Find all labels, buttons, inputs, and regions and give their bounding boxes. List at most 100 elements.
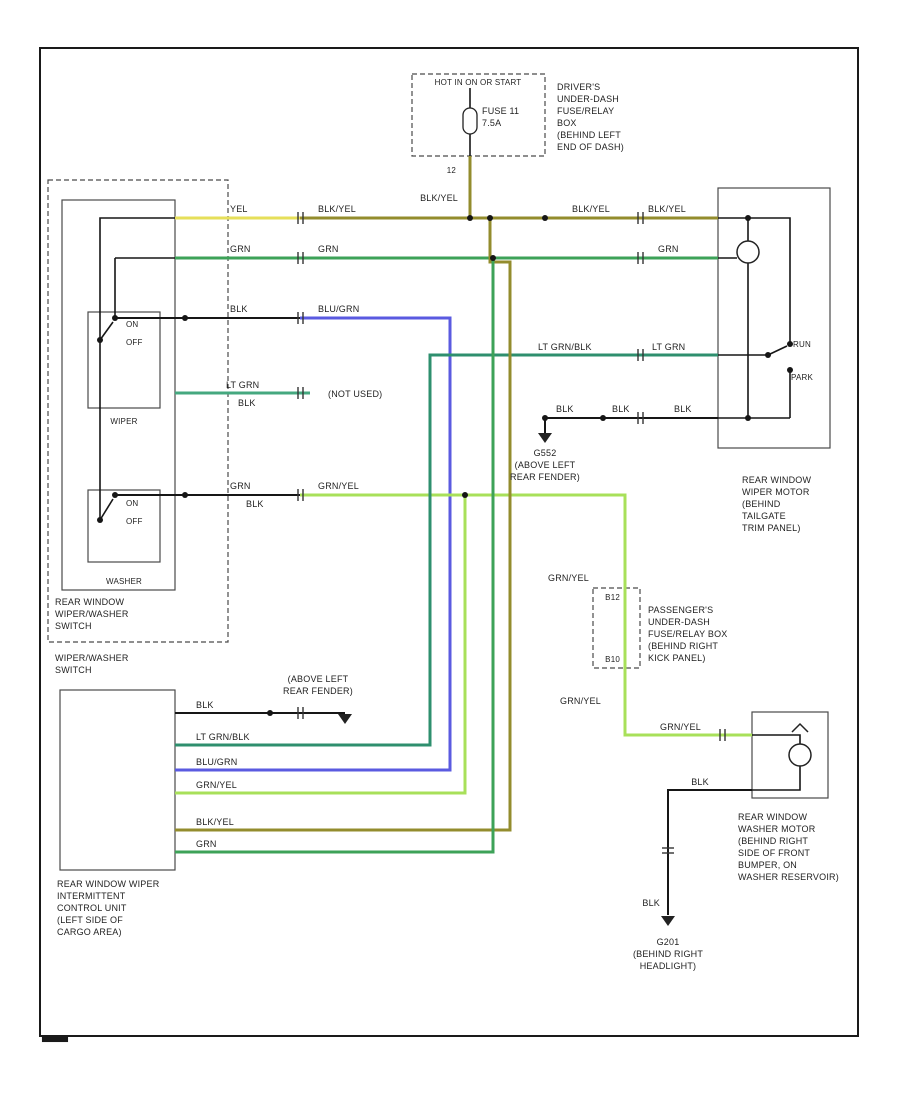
hot-heading: HOT IN ON OR START [435,78,522,87]
junction-dot [467,215,473,221]
wire-washer-switch-arm [99,498,114,521]
wire-color-label: LT GRN [226,380,259,390]
terminal-b12: B12 [605,593,620,602]
wire-color-label: BLK [238,398,256,408]
wire-color-label: (ABOVE LEFT [515,460,576,470]
wiper-motor-symbol [736,240,760,264]
drivers-fusebox-label-line: (BEHIND LEFT [557,130,621,140]
wire-color-label: BLU/GRN [318,304,359,314]
fuse-symbol [462,107,478,135]
wire-color-label: LT GRN/BLK [196,732,250,742]
ground-symbol [661,916,675,926]
rear-switch-label-line: WIPER/WASHER [55,609,129,619]
wire-color-label: BLK/YEL [420,193,458,203]
g552-label: G552 [534,448,557,458]
drivers-fusebox-label-line: BOX [557,118,577,128]
fuse-terminal: 12 [447,166,457,175]
passenger-fusebox-label-line: UNDER-DASH [648,617,710,627]
wire-color-label: LT GRN [652,342,685,352]
wire-color-label: BLK [691,777,709,787]
washer-motor-label-line: REAR WINDOW [738,812,808,822]
wire-color-label: BLK [556,404,574,414]
junction-dot [97,517,103,523]
wire-color-label: (BEHIND RIGHT [633,949,703,959]
wire-color-label: GRN [318,244,339,254]
rear-switch-label-line: REAR WINDOW [55,597,124,607]
wire-color-label: LT GRN/BLK [538,342,592,352]
junction-dot [745,415,751,421]
wire-color-label: BLK/YEL [196,817,234,827]
wire-washer-grnyel [300,493,752,737]
wire-color-label: ON [126,320,138,329]
wire-wm-power-internal [718,217,791,344]
wire-washer-ground-internal [752,766,801,791]
drivers-fusebox-label-line: UNDER-DASH [557,94,619,104]
wire-washer-motor-internal [752,734,801,744]
wiper-motor-label-line: TAILGATE [742,511,786,521]
switch-label-below-line: WIPER/WASHER [55,653,129,663]
control-unit-box [59,689,176,871]
washer-motor-symbol [788,743,812,767]
wire-color-label: BLK [612,404,630,414]
terminal-b10: B10 [605,655,620,664]
wire-washer-ground-ext [667,789,752,915]
control-unit-label-line: REAR WINDOW WIPER [57,879,160,889]
washer-motor-label-line: BUMPER, ON [738,860,797,870]
control-unit-label-line: CONTROL UNIT [57,903,127,913]
wiper-motor-label-line: TRIM PANEL) [742,523,801,533]
control-unit-label-line: (LEFT SIDE OF [57,915,123,925]
wire-color-label: BLK/YEL [572,204,610,214]
park-label: PARK [791,373,813,382]
washer-motor-arrow-icon [791,722,809,733]
wire-color-label: GRN [230,244,251,254]
wire-line3-blugrn [175,316,452,772]
run-label: RUN [793,340,811,349]
wiper-switch-box [87,311,161,409]
junction-dot [112,315,118,321]
wiper-switch-label: WIPER [110,417,137,426]
wire-park-arm [767,345,788,356]
junction-dot [765,352,771,358]
wire-color-label: OFF [126,338,143,347]
wire-color-label: GRN [658,244,679,254]
wire-ctrl-ltgrnblk [175,353,718,747]
junction-dot [600,415,606,421]
wire-color-label: GRN/YEL [196,780,237,790]
wire-ctrl-grnyel-riser [175,495,467,795]
junction-dot [745,215,751,221]
drivers-fusebox-label-line: END OF DASH) [557,142,624,152]
passenger-fusebox-label-line: PASSENGER'S [648,605,713,615]
switch-assembly-dashed [47,179,229,643]
junction-dot [182,315,188,321]
wire-color-label: GRN/YEL [660,722,701,732]
washer-switch-label: WASHER [106,577,142,586]
wire-color-label: GRN/YEL [560,696,601,706]
ground-symbol [338,714,352,724]
washer-motor-label-line: WASHER RESERVOIR) [738,872,839,882]
ground-symbol [538,433,552,443]
rear-switch-label-line: SWITCH [55,621,92,631]
wire-wiper-switch-arm [99,321,114,341]
junction-dot [267,710,273,716]
passenger-fusebox-label-line: (BEHIND RIGHT [648,641,718,651]
junction-dot [787,341,793,347]
junction-dot [182,492,188,498]
junction-dot [490,255,496,261]
not-used-note: (NOT USED) [328,389,382,399]
wire-ctrl-blkyel [175,218,512,832]
junction-dot [487,215,493,221]
wire-switch-power-bus [99,217,175,520]
wire-color-label: BLK [642,898,660,908]
fuse-name: FUSE 11 [482,106,519,116]
control-unit-label-line: INTERMITTENT [57,891,126,901]
wire-color-label: GRN [196,839,217,849]
junction-dot [112,492,118,498]
washer-motor-label-line: (BEHIND RIGHT [738,836,808,846]
drivers-fusebox-label-line: DRIVER'S [557,82,600,92]
corner-mark [41,1036,69,1043]
control-unit-label-line: CARGO AREA) [57,927,122,937]
wire-color-label: BLK/YEL [648,204,686,214]
drivers-fusebox-label-line: FUSE/RELAY [557,106,614,116]
junction-dot [542,215,548,221]
switch-inner-box [61,199,176,591]
